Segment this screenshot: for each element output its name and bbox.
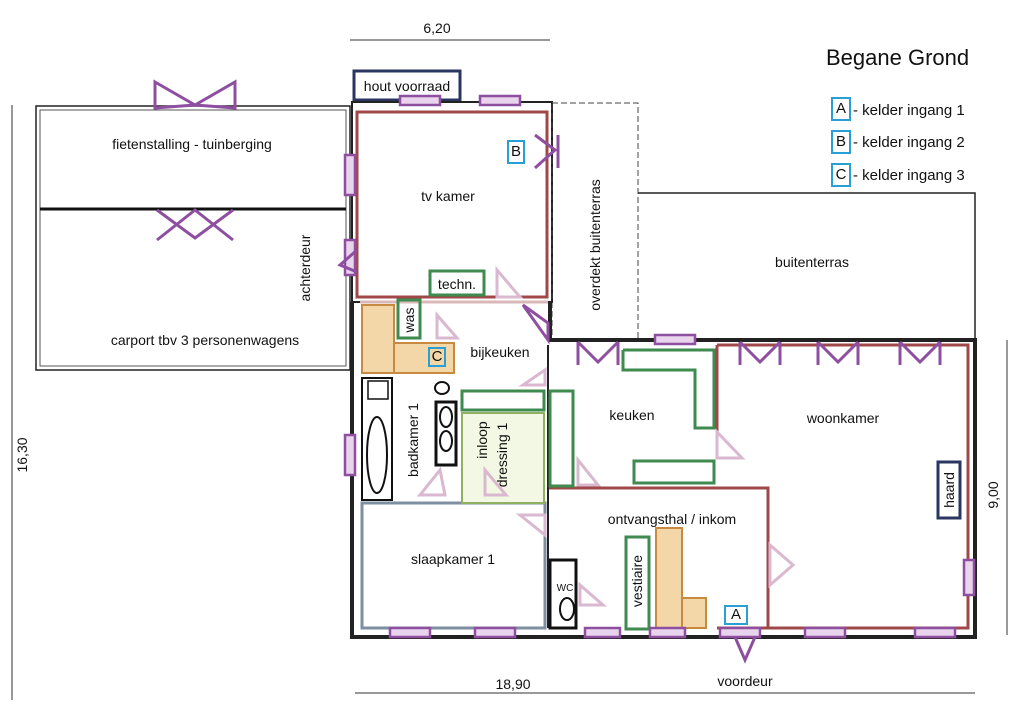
kitchen-island (632, 459, 716, 485)
dimension-bottom: 18,90 (495, 676, 531, 692)
carport-inner (39, 109, 347, 367)
sink-1 (439, 406, 453, 428)
bathtub-basin (366, 416, 388, 494)
kitchen-counter (621, 348, 716, 430)
dimension-right: 9,00 (985, 481, 1001, 509)
label-buitenterras: buitenterras (775, 254, 849, 270)
kitchen-cabinet-left (548, 389, 575, 488)
techn-box (428, 269, 486, 297)
label-vestiaire: vestiaire (629, 554, 645, 608)
interior-doors (416, 265, 796, 607)
label-techn: techn. (437, 276, 477, 292)
ontvangsthal-wall (548, 486, 770, 628)
label-ontvangsthal: ontvangsthal / inkom (607, 511, 737, 527)
stairs-c (361, 304, 395, 374)
marker-b: B (507, 140, 525, 164)
sink-2 (439, 430, 453, 452)
marker-c: C (428, 347, 446, 367)
page-title: Begane Grond (826, 45, 970, 70)
dimension-top: 6,20 (423, 20, 451, 36)
label-achterdeur: achterdeur (297, 234, 313, 302)
bathtub (361, 377, 393, 501)
shower (367, 380, 389, 400)
toilet-bathroom (434, 381, 450, 395)
carport-door-middle (156, 208, 234, 242)
label-woonkamer: woonkamer (806, 410, 880, 426)
legend-key-b: B (831, 130, 851, 154)
label-was: was (401, 307, 417, 333)
windows (343, 94, 976, 639)
label-bijkeuken: bijkeuken (470, 344, 530, 360)
legend-label-b: - kelder ingang 2 (853, 134, 965, 151)
tv-kamer-inner (355, 110, 549, 299)
label-haard: haard (941, 472, 957, 508)
label-fietsenstalling: fietenstalling - tuinberging (112, 136, 272, 152)
wc-room (548, 558, 578, 630)
haard-box (936, 460, 962, 520)
dressing-area (461, 412, 545, 504)
was-box (396, 298, 422, 340)
label-overdekt-buitenterras: overdekt buitenterras (587, 179, 603, 311)
label-tv-kamer: tv kamer (421, 188, 475, 204)
label-wc: WC (556, 583, 574, 594)
stairs-hall-landing (681, 597, 707, 629)
label-voordeur: voordeur (717, 673, 773, 689)
main-wall (350, 302, 977, 639)
stairs-hall (655, 527, 683, 629)
carport-door-top (153, 79, 237, 110)
legend-key-c: C (831, 163, 851, 187)
double-sink (434, 400, 458, 467)
vestiaire-box (624, 535, 651, 631)
label-badkamer: badkamer 1 (405, 403, 421, 477)
label-hout-voorraad: hout voorraad (363, 78, 451, 94)
buitenterras-outline (638, 192, 976, 340)
slaapkamer-wall (360, 501, 547, 630)
wc-toilet (559, 597, 575, 621)
label-slaapkamer: slaapkamer 1 (410, 551, 496, 567)
marker-a: A (724, 605, 748, 625)
label-dressing: dressing 1 (494, 422, 510, 488)
dimension-left: 16,30 (14, 437, 30, 473)
label-inloop: inloop (474, 421, 490, 459)
french-doors (337, 133, 942, 664)
label-keuken: keuken (609, 407, 655, 423)
legend-label-a: - kelder ingang 1 (853, 102, 965, 119)
cabinet-bijkeuken (460, 389, 546, 412)
legend-key-a: A (831, 97, 851, 121)
label-carport: carport tbv 3 personenwagens (110, 332, 300, 348)
legend-label-c: - kelder ingang 3 (853, 167, 965, 184)
